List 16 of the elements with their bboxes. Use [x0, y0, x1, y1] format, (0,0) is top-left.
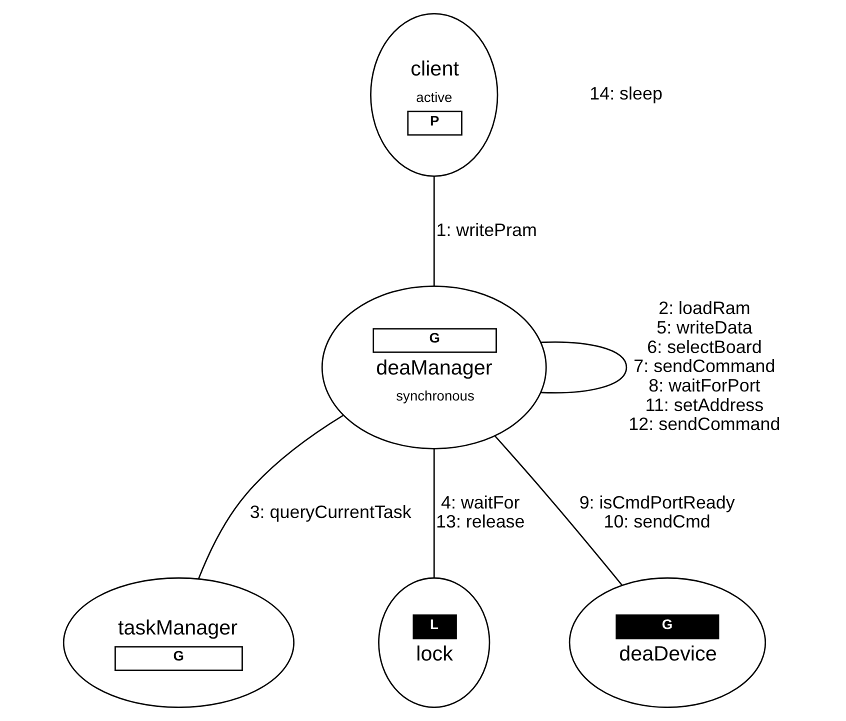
node-ellipse: G deaDevice — [568, 577, 766, 708]
connector — [494, 436, 623, 586]
connector — [198, 414, 344, 580]
label: 14: sleep — [590, 84, 662, 104]
connector — [540, 341, 628, 394]
node-ellipse: L lock — [378, 577, 490, 708]
edge-label: 4: waitFor 13: release — [436, 492, 525, 532]
connector — [433, 448, 435, 578]
node-ellipse: client active P — [370, 12, 498, 177]
edge-label: 1: writePram — [436, 220, 537, 240]
connector — [433, 176, 435, 286]
node-ellipse: G deaManager synchronous — [321, 285, 547, 450]
node-ellipse: taskManager G — [62, 577, 295, 708]
edge-label: 9: isCmdPortReady 10: sendCmd — [579, 492, 735, 532]
edge-label: 2: loadRam 5: writeData 6: selectBoard 7: sendCommand 8: waitForPort 11: setAddress 12: sendCommand — [628, 298, 780, 434]
edge-label: 3: queryCurrentTask — [250, 502, 412, 522]
